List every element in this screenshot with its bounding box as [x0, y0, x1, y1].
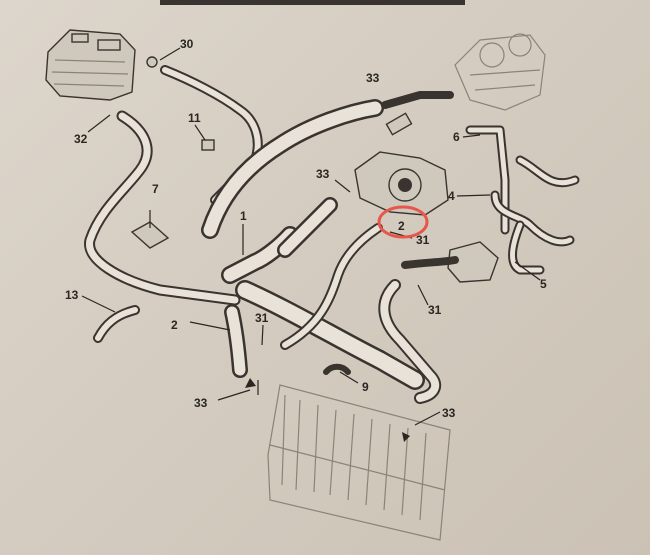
callout-4: 4 — [448, 189, 455, 203]
callout-9: 9 — [362, 380, 369, 394]
arrow-markers — [245, 378, 410, 442]
callout-1: 1 — [240, 209, 247, 223]
callout-5: 5 — [540, 277, 547, 291]
callout-32: 32 — [74, 132, 88, 146]
hose-to-radiator — [378, 279, 442, 404]
part-11 — [201, 139, 215, 151]
callout-7: 7 — [152, 182, 159, 196]
hose-32 — [84, 110, 241, 306]
hose-tank-vent — [160, 65, 263, 205]
fitting-30 — [146, 56, 158, 68]
radiator — [267, 384, 451, 541]
callout-11: 11 — [188, 111, 201, 125]
bracket-7 — [130, 210, 170, 249]
highlight-circle — [377, 205, 429, 239]
callout-6: 6 — [453, 130, 460, 144]
callout-13: 13 — [65, 288, 79, 302]
callout-labels: 30 32 11 33 33 6 4 7 1 2 31 5 31 13 2 31… — [65, 37, 547, 420]
heater-hoses — [465, 125, 580, 275]
callout-33-bottom-left: 33 — [194, 396, 208, 410]
water-pump — [401, 241, 499, 283]
callout-33-top: 33 — [366, 71, 380, 85]
hose-33-mid — [277, 197, 338, 258]
callout-2-left: 2 — [171, 318, 178, 332]
expansion-tank — [45, 29, 136, 101]
callout-31-lower: 31 — [255, 311, 269, 325]
hose-2-left — [224, 304, 248, 378]
top-border — [160, 0, 465, 5]
hose-13 — [93, 305, 140, 343]
hose-1-lower — [235, 280, 425, 390]
throttle-body — [454, 33, 546, 111]
thermostat-housing — [354, 151, 449, 216]
clip-9 — [323, 363, 351, 375]
callout-2-highlighted: 2 — [398, 219, 405, 233]
callout-33-bottom-right: 33 — [442, 406, 456, 420]
callout-30: 30 — [180, 37, 194, 51]
connector-top-mid — [381, 91, 454, 136]
hose-2-mid — [280, 223, 383, 350]
leader-lines — [81, 47, 541, 426]
callout-33-mid: 33 — [316, 167, 330, 181]
callout-31-right: 31 — [428, 303, 442, 317]
callout-31-upper: 31 — [416, 233, 430, 247]
